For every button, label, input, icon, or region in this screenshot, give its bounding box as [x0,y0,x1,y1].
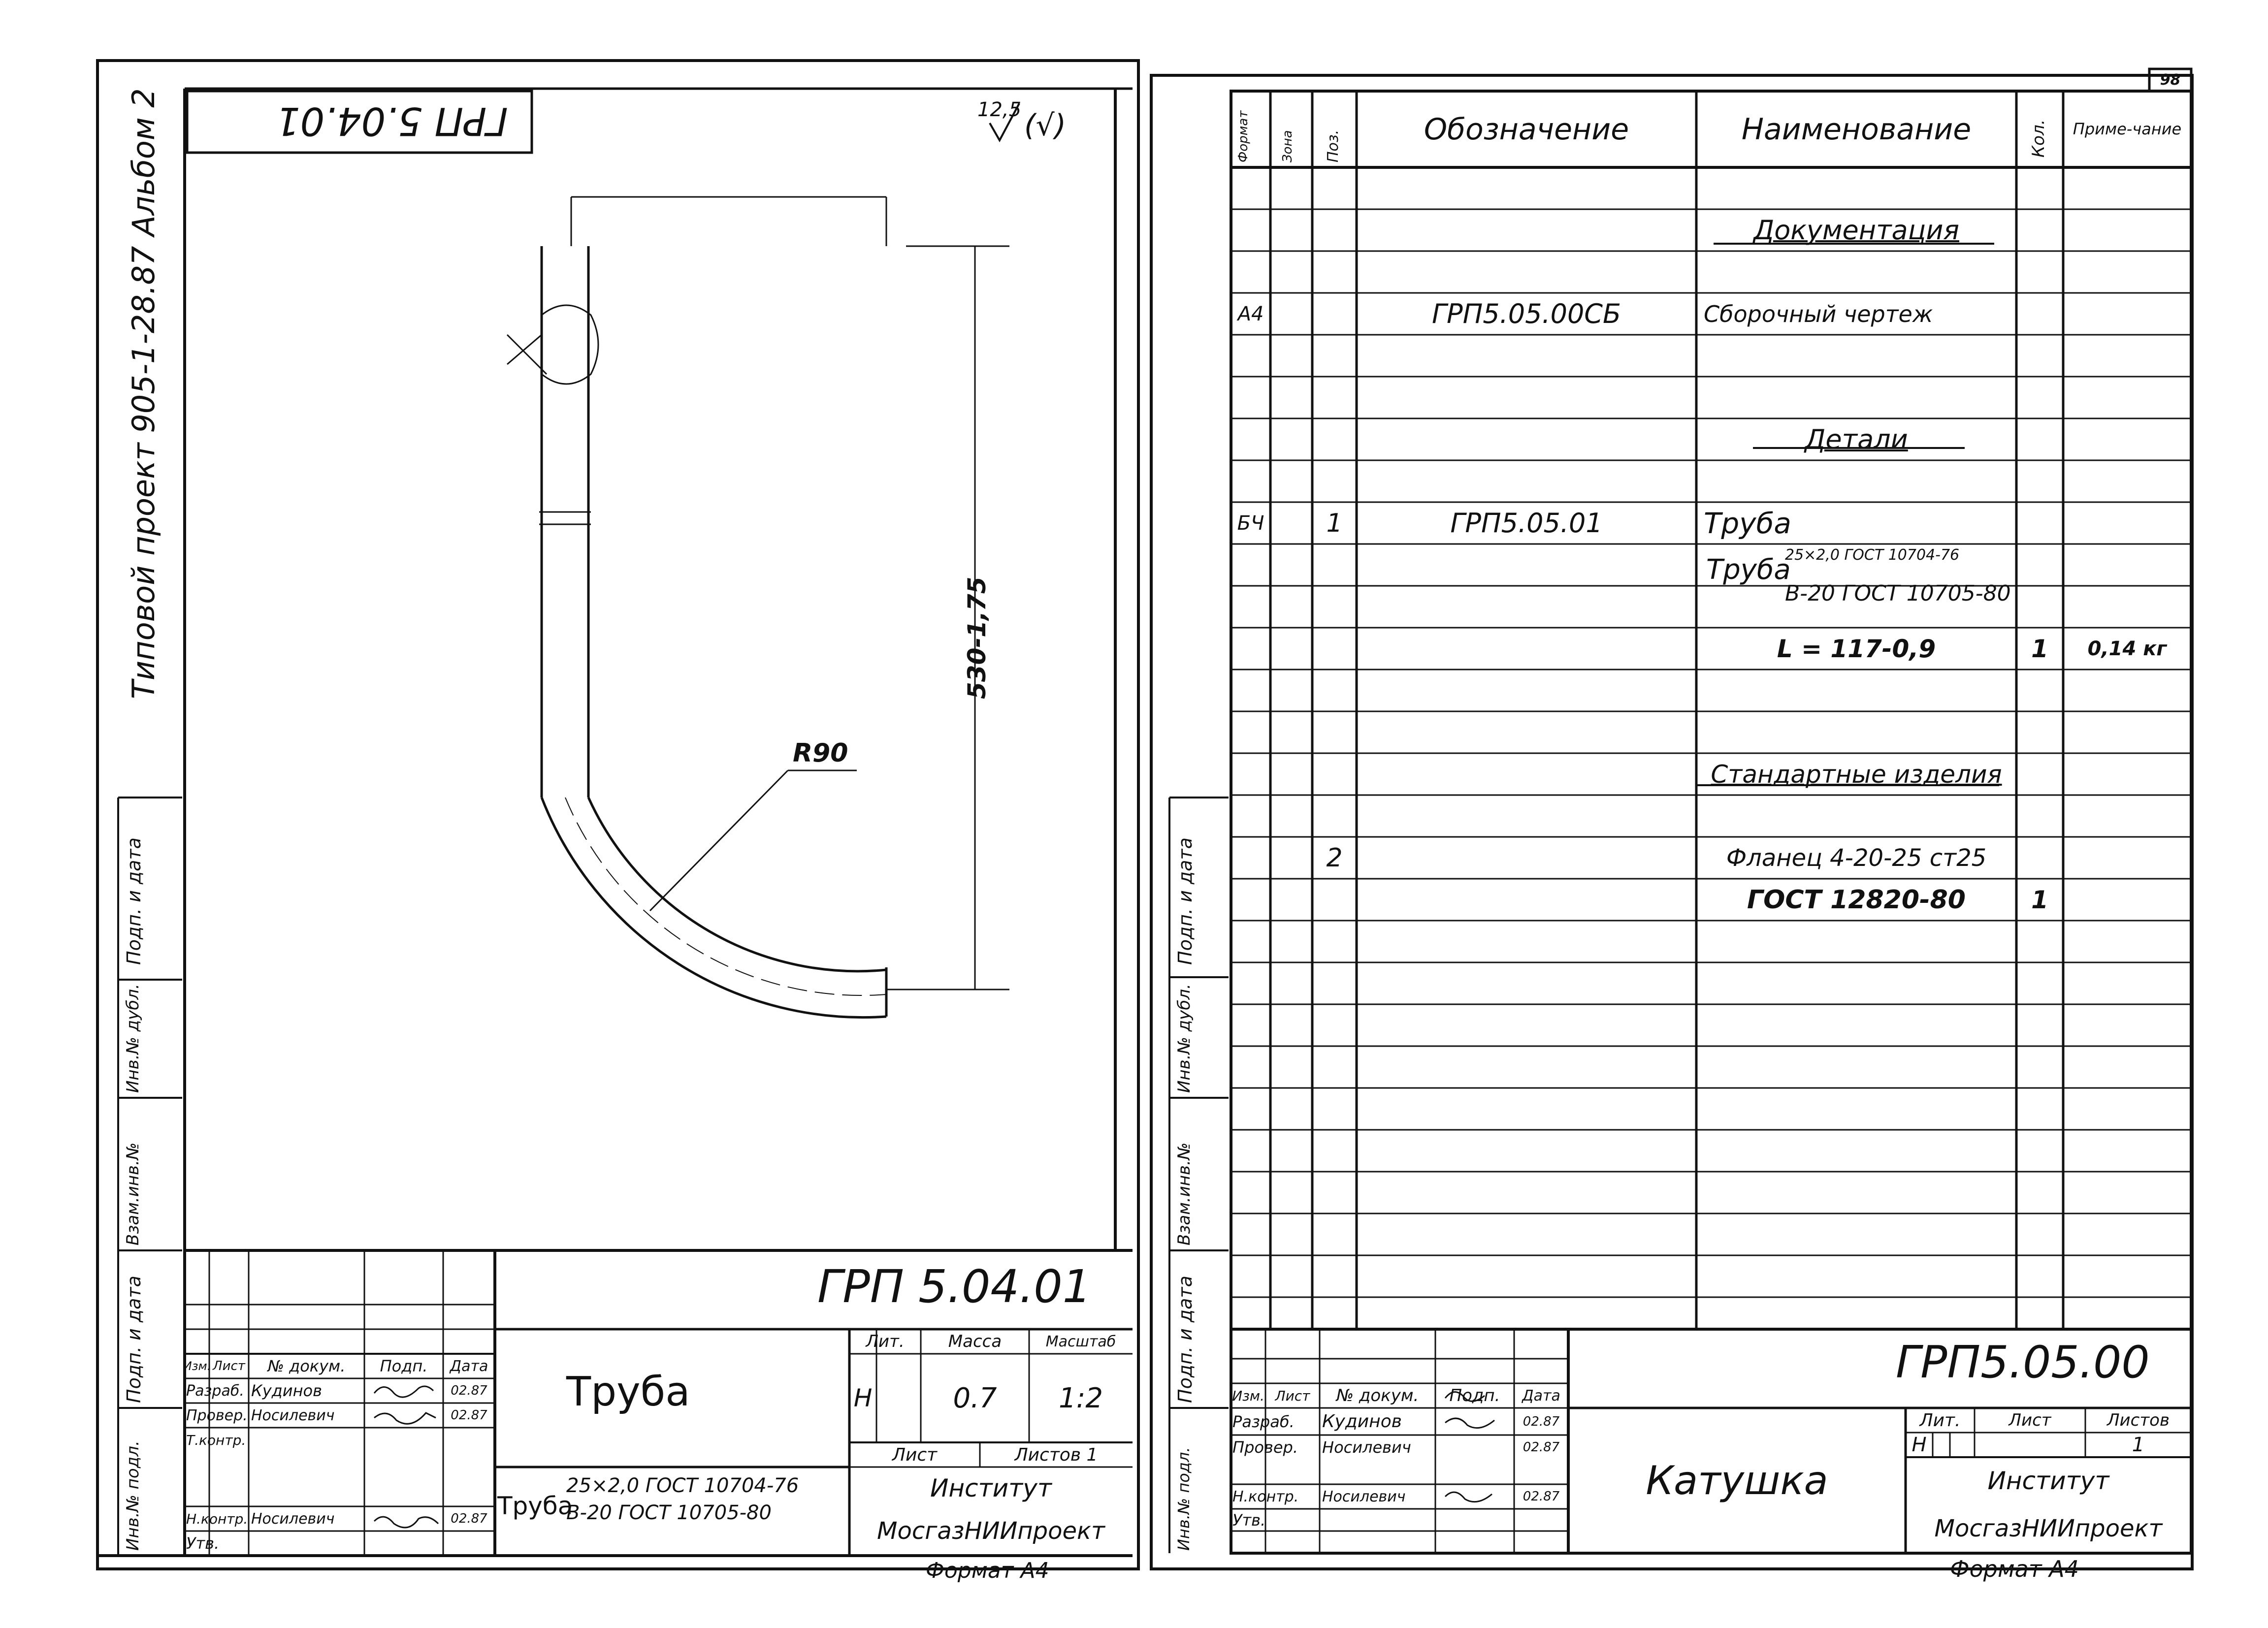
left-sheets-label: Листов 1 [1014,1444,1098,1465]
left-org-1: Институт [930,1473,1052,1502]
section-documentation: Документация [1753,215,1959,246]
left-format: Формат А4 [926,1558,1049,1583]
right-org-2: МосгазНИИпроект [1934,1515,2163,1542]
left-role-developer: Разраб. [186,1382,244,1400]
left-name-developer: Кудинов [251,1381,322,1400]
left-material-prefix: Труба [497,1492,573,1520]
left-role-checker: Провер. [186,1406,248,1424]
right-strip-inv-dup: Инв.№ дубл. [1174,984,1194,1093]
right-sig-hdr-doc: № докум. [1336,1386,1419,1405]
right-date-ncontrol: 02.87 [1523,1489,1560,1504]
left-sig-hdr-list: Лист [213,1359,245,1373]
right-role-developer: Разраб. [1232,1412,1295,1431]
left-designation: ГРП 5.04.01 [817,1260,1092,1313]
right-hdr-sheet: Лист [2009,1410,2051,1430]
row-flange-name: Фланец 4-20-25 ст25 [1726,844,1987,872]
left-date-checker: 02.87 [451,1408,487,1423]
left-sig-hdr-sign: Подп. [380,1357,428,1375]
right-role-approved: Утв. [1232,1510,1266,1530]
left-material-top: 25×2,0 ГОСТ 10704-76 [566,1474,799,1497]
right-designation: ГРП5.05.00 [1896,1337,2150,1388]
section-details: Детали [1805,424,1908,455]
row-pipe-material-bottom: В-20 ГОСТ 10705-80 [1785,581,2011,606]
left-hdr-lit: Лит. [866,1332,905,1351]
left-lit-value: Н [853,1384,873,1412]
row-asm-format: А4 [1237,302,1264,325]
row-pipe-designation: ГРП5.05.01 [1450,508,1603,539]
row-pipe-note: 0,14 кг [2087,637,2167,660]
section-standard-items: Стандартные изделия [1711,760,2002,789]
left-date-developer: 02.87 [451,1383,487,1398]
row-pipe-qty: 1 [2031,634,2048,663]
left-hdr-mass: Масса [948,1332,1002,1351]
row-flange-gost: ГОСТ 12820-80 [1747,885,1966,915]
col-note: Приме-чание [2073,120,2182,139]
row-pipe-length: L = 117-0,9 [1777,634,1936,663]
left-sig-hdr-izm: Изм. [185,1359,209,1373]
right-sig-hdr-izm: Изм. [1232,1387,1264,1404]
left-role-tcontrol: Т.контр. [186,1432,246,1448]
right-hdr-lit: Лит. [1919,1410,1961,1431]
right-date-developer: 02.87 [1523,1414,1560,1429]
left-role-ncontrol: Н.контр. [186,1510,248,1527]
right-hdr-sheets: Листов [2106,1410,2170,1430]
left-date-ncontrol: 02.87 [451,1511,487,1526]
right-strip-replace: Взам.инв.№ [1174,1142,1194,1245]
right-lit-value: Н [1912,1434,1927,1456]
left-scale-value: 1:2 [1058,1382,1103,1414]
row-pipe-name: Труба [1704,506,1791,540]
left-role-approved: Утв. [186,1534,220,1553]
right-role-checker: Провер. [1232,1438,1298,1457]
left-part-name: Труба [566,1369,690,1415]
right-name-checker: Носилевич [1322,1438,1411,1457]
row-flange-qty: 1 [2031,885,2048,914]
right-strip-sign-date-2: Подп. и дата [1174,1276,1196,1403]
left-name-checker: Носилевич [251,1406,335,1424]
roughness-value: 12,5 [977,98,1022,121]
col-pos: Поз. [1325,129,1342,162]
right-org-1: Институт [1987,1466,2109,1495]
row-asm-name: Сборочный чертеж [1704,300,1933,327]
col-format: Формат [1236,110,1251,163]
right-assembly-name: Катушка [1646,1458,1828,1503]
left-sheet-label: Лист [892,1444,938,1465]
right-sheets-value: 1 [2132,1434,2145,1456]
right-name-developer: Кудинов [1322,1411,1402,1432]
row-pipe-pos: 1 [1326,508,1343,538]
col-zone: Зона [1280,130,1295,162]
radius-label: R90 [793,738,848,768]
left-sig-hdr-doc: № докум. [267,1357,346,1375]
col-designation: Обозначение [1424,112,1629,147]
left-mass-value: 0.7 [953,1382,997,1414]
left-hdr-scale: Масштаб [1045,1333,1116,1350]
col-qty: Кол. [2029,119,2048,158]
row-pipe-format: БЧ [1237,511,1264,535]
right-sig-hdr-sign: Подп. [1449,1386,1500,1405]
row-flange-pos: 2 [1326,843,1343,873]
right-role-ncontrol: Н.контр. [1232,1488,1299,1505]
right-date-checker: 02.87 [1523,1440,1560,1455]
right-name-ncontrol: Носилевич [1322,1488,1406,1505]
left-name-ncontrol: Носилевич [251,1510,335,1528]
left-org-2: МосгазНИИпроект [877,1517,1105,1545]
roughness-mark: (√) [1024,108,1067,143]
row-pipe-material-prefix: Труба [1706,554,1791,586]
row-asm-designation: ГРП5.05.00СБ [1431,298,1621,329]
right-strip-sign-date: Подп. и дата [1174,837,1196,965]
right-page-number: 98 [2160,71,2181,89]
right-format: Формат А4 [1950,1556,2079,1582]
right-strip-inv-orig: Инв.№ подл. [1174,1447,1193,1551]
right-sig-hdr-date: Дата [1522,1387,1560,1405]
left-material-bottom: В-20 ГОСТ 10705-80 [566,1501,772,1524]
col-name: Наименование [1741,112,1972,147]
left-outer-frame [96,59,1140,1570]
row-pipe-material-top: 25×2,0 ГОСТ 10704-76 [1785,546,1960,564]
left-sig-hdr-date: Дата [450,1357,488,1375]
right-sig-hdr-list: Лист [1275,1387,1310,1404]
